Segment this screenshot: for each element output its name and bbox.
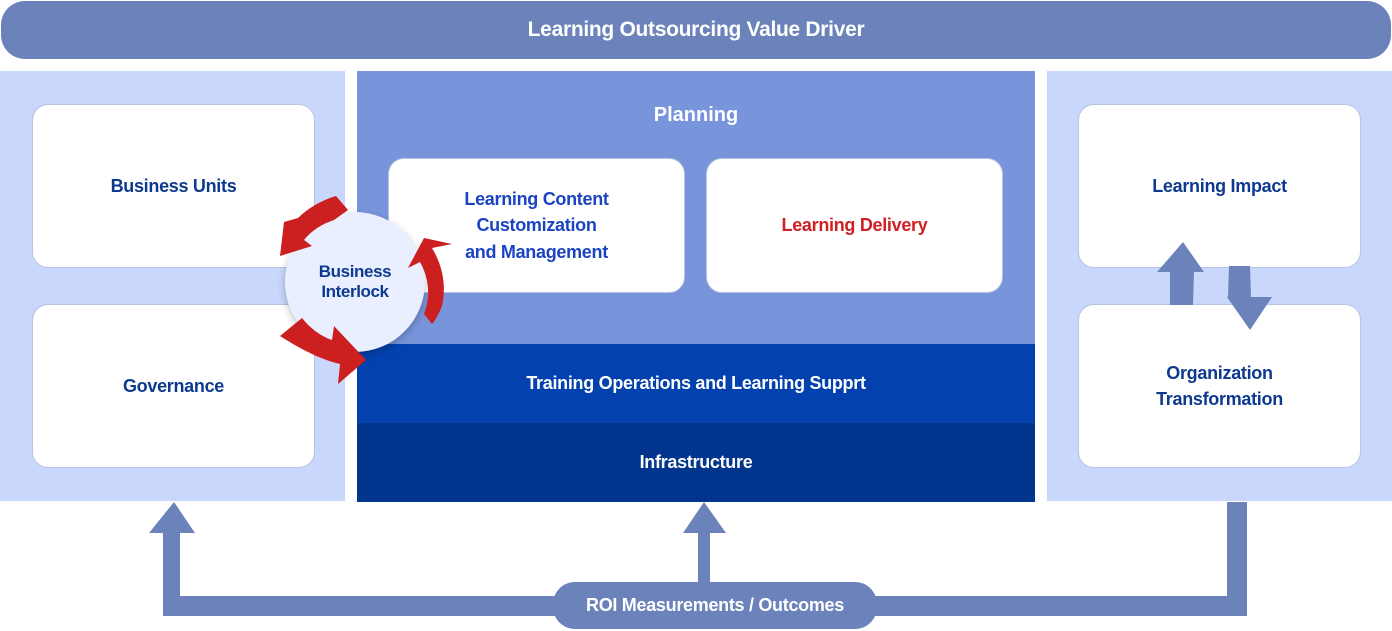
learning-delivery-label: Learning Delivery [781, 215, 928, 236]
roi-right-line [1227, 502, 1247, 616]
exchange-arrows [1157, 242, 1272, 330]
learning-impact-card: Learning Impact [1078, 104, 1361, 268]
governance-label: Governance [122, 375, 225, 396]
business-units-card: Business Units [32, 104, 315, 268]
learning-delivery-card: Learning Delivery [706, 158, 1003, 293]
governance-card: Governance [32, 304, 315, 468]
learning-content-line1: Learning Content [464, 189, 609, 210]
learning-impact-label: Learning Impact [1152, 175, 1287, 196]
training-operations-label: Training Operations and Learning Supprt [526, 373, 866, 393]
training-operations-band: Training Operations and Learning Supprt [357, 344, 1035, 423]
arrow-up-icon [683, 502, 726, 586]
interlock-line2: Interlock [321, 282, 389, 301]
diagram-title: Learning Outsourcing Value Driver [1, 1, 1391, 59]
interlock-line1: Business [318, 261, 392, 281]
organization-transformation-line1: Organization [1166, 362, 1273, 383]
learning-content-line3: and Management [465, 241, 608, 262]
arrow-up-icon [1157, 242, 1204, 305]
organization-transformation-line2: Transformation [1156, 389, 1283, 409]
business-units-label: Business Units [110, 175, 237, 196]
infrastructure-band: Infrastructure [357, 423, 1035, 502]
planning-title: Planning [653, 104, 739, 126]
learning-content-card: Learning Content Customization and Manag… [388, 158, 685, 293]
learning-content-line2: Customization [476, 215, 597, 236]
business-interlock-circle: Business Interlock [285, 212, 425, 352]
roi-measurements-pill: ROI Measurements / Outcomes [553, 582, 877, 629]
arrow-up-icon [149, 502, 195, 596]
organization-transformation-card: Organization Transformation [1078, 304, 1361, 468]
infrastructure-label: Infrastructure [639, 452, 753, 472]
roi-label: ROI Measurements / Outcomes [586, 595, 844, 615]
arrow-down-icon [1227, 266, 1272, 330]
